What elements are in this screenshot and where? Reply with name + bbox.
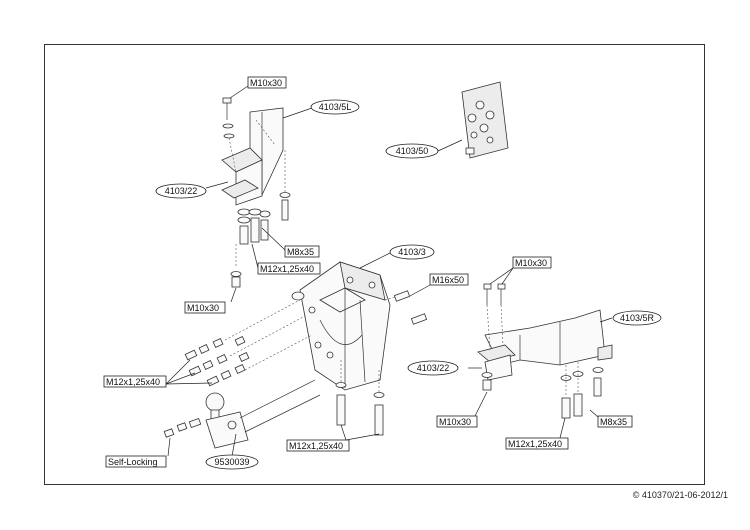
label-4103-22-left: 4103/22 bbox=[165, 186, 198, 196]
label-m10x30-left-bottom: M10x30 bbox=[187, 303, 219, 313]
hardware-package-4103-50 bbox=[461, 81, 509, 159]
leader-lines bbox=[165, 85, 613, 457]
label-m10x30-right-bottom: M10x30 bbox=[439, 417, 471, 427]
label-m12-left-bracket: M12x1,25x40 bbox=[260, 264, 314, 274]
label-m12-bolt-array: M12x1,25x40 bbox=[106, 377, 160, 387]
m16-bolts bbox=[384, 290, 428, 325]
label-m10x30-top-left: M10x30 bbox=[250, 78, 282, 88]
tow-ball-assembly bbox=[163, 379, 321, 449]
left-upper-bolt bbox=[222, 97, 237, 173]
label-m12-center: M12x1,25x40 bbox=[289, 441, 343, 451]
drawing-frame bbox=[44, 44, 705, 485]
left-bracket-4103-5l bbox=[221, 107, 284, 206]
center-crossbar-4103-3 bbox=[291, 261, 391, 391]
part-labels: M10x30 4103/5L 4103/50 4103/22 M8x35 M12… bbox=[103, 76, 662, 470]
label-self-locking: Self-Locking bbox=[108, 457, 158, 467]
label-4103-5r: 4103/5R bbox=[620, 313, 655, 323]
left-bolt-array bbox=[184, 299, 313, 387]
label-m8x35-right: M8x35 bbox=[600, 417, 627, 427]
left-lower-bolts bbox=[230, 150, 291, 288]
right-bracket-4103-5r bbox=[477, 309, 613, 381]
label-4103-22-right: 4103/22 bbox=[417, 363, 450, 373]
label-m10x30-right-top: M10x30 bbox=[515, 258, 547, 268]
label-4103-5l: 4103/5L bbox=[319, 102, 352, 112]
label-m16x50: M16x50 bbox=[432, 275, 464, 285]
label-4103-50: 4103/50 bbox=[396, 146, 429, 156]
label-9530039: 9530039 bbox=[214, 457, 249, 467]
center-lower-bolts bbox=[335, 360, 385, 436]
label-m8x35-left: M8x35 bbox=[287, 247, 314, 257]
right-lower-bolts bbox=[481, 362, 604, 419]
label-4103-3: 4103/3 bbox=[398, 247, 426, 257]
right-upper-bolts bbox=[483, 283, 506, 351]
copyright-footer: © 410370/21-06-2012/1 bbox=[632, 490, 728, 500]
label-m12-right-bracket: M12x1,25x40 bbox=[508, 439, 562, 449]
